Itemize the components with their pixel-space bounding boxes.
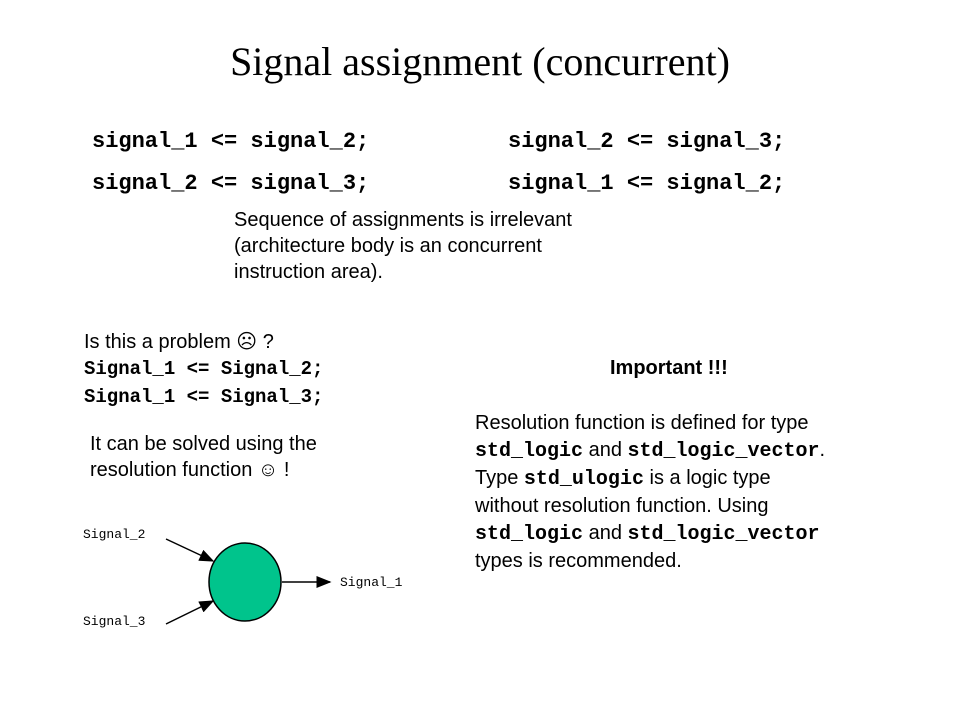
arrow-signal-2 xyxy=(165,538,215,562)
diagram-label-signal-3: Signal_3 xyxy=(83,614,146,629)
important-line: without resolution function. Using xyxy=(475,495,769,517)
important-text: is a logic type xyxy=(643,467,771,489)
code-line-right-2: signal_1 <= signal_2; xyxy=(508,171,786,196)
important-line: std_logic and std_logic_vector xyxy=(475,520,825,548)
diagram-label-signal-2: Signal_2 xyxy=(83,527,146,542)
sad-face-icon: ☹ xyxy=(236,331,258,353)
code-std-ulogic: std_ulogic xyxy=(523,468,644,491)
code-line-left-2: signal_2 <= signal_3; xyxy=(92,171,370,196)
important-text: . xyxy=(819,439,826,461)
smiley-icon: ☺ xyxy=(257,459,279,481)
problem-block: Is this a problem ☹ ? Signal_1 <= Signal… xyxy=(84,329,323,411)
code-std-logic-vector: std_logic_vector xyxy=(627,440,820,463)
important-text: and xyxy=(583,439,628,461)
solution-note: It can be solved using the resolution fu… xyxy=(90,431,317,483)
sequence-note: Sequence of assignments is irrelevant (a… xyxy=(234,207,572,285)
important-text: Type xyxy=(475,467,524,489)
resolution-node xyxy=(208,542,282,622)
problem-question-text: Is this a problem xyxy=(84,331,231,353)
solution-line-2: resolution function ☺ ! xyxy=(90,457,317,483)
code-std-logic: std_logic xyxy=(475,523,584,546)
sequence-note-line: Sequence of assignments is irrelevant xyxy=(234,209,572,231)
code-std-logic-vector: std_logic_vector xyxy=(627,523,820,546)
sequence-note-line: (architecture body is an concurrent xyxy=(234,235,542,257)
important-line: Resolution function is defined for type xyxy=(475,412,809,434)
code-std-logic: std_logic xyxy=(475,440,584,463)
problem-code-line: Signal_1 <= Signal_2; xyxy=(84,358,324,380)
important-body: Resolution function is defined for type … xyxy=(475,410,825,575)
diagram-label-signal-1: Signal_1 xyxy=(340,575,403,590)
solution-exclaim: ! xyxy=(283,459,290,481)
important-line: Type std_ulogic is a logic type xyxy=(475,465,825,493)
code-line-left-1: signal_1 <= signal_2; xyxy=(92,129,370,154)
important-line: types is recommended. xyxy=(475,550,682,572)
important-heading: Important !!! xyxy=(610,357,728,379)
sequence-note-line: instruction area). xyxy=(234,261,383,283)
problem-code-line: Signal_1 <= Signal_3; xyxy=(84,386,324,408)
problem-question: Is this a problem ☹ ? xyxy=(84,329,323,355)
solution-line-1: It can be solved using the xyxy=(90,433,317,455)
code-line-right-1: signal_2 <= signal_3; xyxy=(508,129,786,154)
important-line: std_logic and std_logic_vector. xyxy=(475,437,825,465)
important-text: and xyxy=(583,522,628,544)
problem-question-mark: ? xyxy=(262,331,274,353)
slide-title: Signal assignment (concurrent) xyxy=(230,39,730,84)
solution-text: resolution function xyxy=(90,459,253,481)
arrow-signal-3 xyxy=(165,600,215,625)
